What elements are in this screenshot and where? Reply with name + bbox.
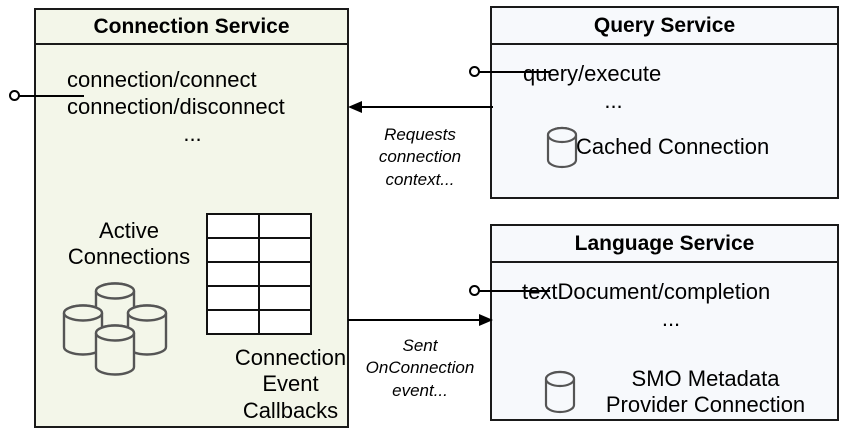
interface-connection-connect: connection/connect xyxy=(67,67,257,92)
connection-service-ellipsis: ... xyxy=(183,120,202,146)
lollipop-stem xyxy=(19,95,84,97)
active-connections-line-1: Active xyxy=(99,218,159,243)
requests-label-line-2: connection xyxy=(378,147,462,167)
connector-requests-connection-context[interactable] xyxy=(348,98,493,118)
query-service-ellipsis: ... xyxy=(604,87,623,113)
interface-connection-disconnect: connection/disconnect xyxy=(67,93,285,119)
arrowhead-left-icon xyxy=(348,101,362,113)
database-cluster-icon xyxy=(52,277,178,376)
language-service-interface-list: textDocument/completion ... xyxy=(522,279,820,333)
sent-label-line-2: OnConnection xyxy=(365,358,475,378)
language-service-provided-interface-lollipop[interactable] xyxy=(469,283,559,299)
smo-metadata-database-icon xyxy=(544,370,576,414)
query-service-title: Query Service xyxy=(492,8,837,45)
callbacks-line-3: Callbacks xyxy=(242,397,339,423)
arrowhead-right-icon xyxy=(479,314,493,326)
sent-label-line-1: Sent xyxy=(402,336,438,355)
connection-service-body: connection/connect connection/disconnect… xyxy=(36,45,347,426)
connection-service-provided-interface-lollipop[interactable] xyxy=(9,88,89,104)
connection-event-callbacks-caption: Connection Event Callbacks xyxy=(208,345,373,424)
query-service-interface-list: query/execute ... xyxy=(523,61,704,115)
lollipop-stem xyxy=(479,290,550,292)
callbacks-table-icon xyxy=(206,213,312,339)
cached-connection-label: Cached Connection xyxy=(576,134,770,159)
lollipop-stem xyxy=(479,71,551,73)
query-service-provided-interface-lollipop[interactable] xyxy=(469,64,559,80)
connection-service-interface-list: connection/connect connection/disconnect… xyxy=(67,67,318,147)
connector-sent-label: Sent OnConnection event... xyxy=(350,335,490,402)
sent-label-line-3: event... xyxy=(392,380,448,400)
component-language-service[interactable]: Language Service textDocument/completion… xyxy=(490,224,839,421)
callbacks-line-1: Connection xyxy=(234,345,347,370)
smo-label-line-2: Provider Connection xyxy=(605,392,806,418)
language-service-ellipsis: ... xyxy=(661,305,681,331)
connector-sent-onconnection-event[interactable] xyxy=(348,311,493,331)
interface-query-execute: query/execute xyxy=(523,61,662,86)
connection-service-title: Connection Service xyxy=(36,10,347,45)
interface-textdocument-completion: textDocument/completion xyxy=(522,279,771,304)
component-connection-service[interactable]: Connection Service connection/connect co… xyxy=(34,8,349,428)
requests-label-line-3: context... xyxy=(385,169,455,189)
component-query-service[interactable]: Query Service query/execute ... Cached C… xyxy=(490,6,839,199)
smo-label-line-1: SMO Metadata xyxy=(631,366,780,391)
callbacks-line-2: Event xyxy=(262,371,319,397)
connector-requests-label: Requests connection context... xyxy=(350,124,490,191)
active-connections-caption: Active Connections xyxy=(44,218,214,271)
active-connections-line-2: Connections xyxy=(67,244,191,270)
query-service-body: query/execute ... Cached Connection xyxy=(492,45,837,197)
language-service-title: Language Service xyxy=(492,226,837,263)
language-service-body: textDocument/completion ... SMO Metadata… xyxy=(492,263,837,419)
cached-connection-database-icon xyxy=(546,126,578,169)
requests-label-line-1: Requests xyxy=(384,125,456,144)
smo-metadata-provider-label: SMO Metadata Provider Connection xyxy=(583,366,828,419)
